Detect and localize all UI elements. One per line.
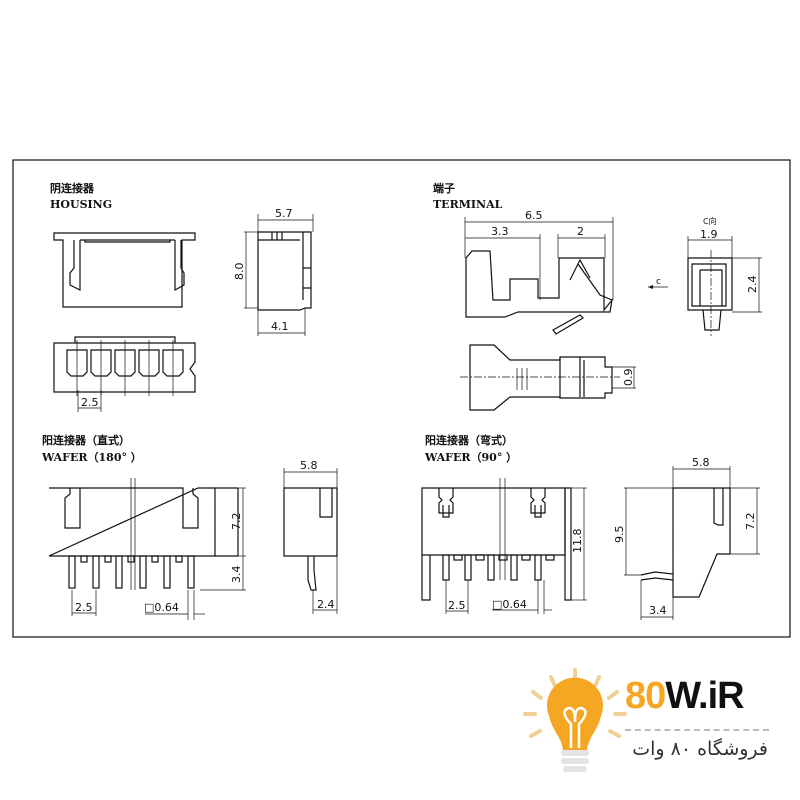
wafer-right-h2-dim: 7.2 (744, 513, 757, 531)
pin (68, 555, 76, 589)
housing-title-cn: 阴连接器 (50, 181, 95, 195)
pin (92, 555, 100, 589)
housing-bottom-view: 2.5 (53, 336, 196, 412)
wafer-straight-title-cn: 阳连接器（直式） (42, 433, 130, 447)
pin-tab (475, 554, 485, 561)
pin-tab (104, 555, 112, 563)
pin (510, 554, 518, 581)
wafer-right-front-view: 11.8 2.5 □0.64 (421, 478, 587, 614)
contact-cavity (66, 349, 88, 377)
terminal-pin-dim: 0.9 (622, 369, 635, 387)
lightbulb-logo-icon (523, 668, 627, 772)
pin-tab (545, 554, 555, 561)
wafer-right-pinsize-dim: □0.64 (492, 598, 527, 611)
terminal-top-view: 0.9 (460, 344, 636, 411)
pin (163, 555, 171, 589)
pin-tab (521, 554, 531, 561)
wafer-right-width-dim: 5.8 (692, 456, 710, 469)
housing-title-en: HOUSING (50, 198, 112, 211)
wafer-right-side-view: 5.8 9.5 7.2 3.4 (613, 456, 760, 620)
housing-side-view: 5.7 8.0 4.1 (233, 207, 314, 336)
wafer-straight-side-view: 5.8 2.4 (283, 459, 338, 614)
brand-accent: 80 (625, 675, 666, 717)
terminal-side-view: 6.5 3.3 2 (464, 209, 614, 335)
housing-height-dim: 8.0 (233, 263, 246, 281)
terminal-width-dim: 1.9 (700, 228, 718, 241)
terminal-arrow-label: c (656, 277, 661, 287)
wafer-straight-title-en: WAFER（180° ） (41, 451, 142, 464)
wafer-straight-front-view: 7.2 3.4 2.5 □0.64 (48, 478, 246, 620)
pin-tab (175, 555, 183, 563)
brand-logo: 80W.iR (625, 675, 745, 718)
terminal-c-view: C向 1.9 2.4 c (648, 216, 762, 336)
contact-cavity (114, 349, 136, 377)
contact-cavity (162, 349, 184, 377)
pin-tab (151, 555, 159, 563)
pin (442, 554, 450, 581)
housing-width-dim: 5.7 (275, 207, 293, 220)
pin (464, 554, 472, 581)
wafer-right-title-cn: 阳连接器（弯式） (425, 433, 513, 447)
pin (139, 555, 147, 589)
sheet-frame (12, 159, 791, 638)
wafer-straight-width-dim: 5.8 (300, 459, 318, 472)
wafer-right-pitch-dim: 2.5 (448, 599, 466, 612)
terminal-b-dim: 2 (577, 225, 584, 238)
terminal-title-cn: 端子 (433, 181, 455, 195)
terminal-a-dim: 3.3 (491, 225, 509, 238)
wafer-right-offset-dim: 3.4 (649, 604, 667, 617)
terminal-length-dim: 6.5 (525, 209, 543, 222)
pin-tab (498, 554, 508, 561)
wafer-straight-pinsize-dim: □0.64 (144, 601, 179, 614)
terminal-height-dim: 2.4 (746, 276, 759, 294)
contact-cavity (90, 349, 112, 377)
wafer-straight-pitch-dim: 2.5 (75, 601, 93, 614)
housing-front-view (53, 232, 196, 308)
contact-cavity (138, 349, 160, 377)
brand-rest: W.iR (665, 675, 744, 717)
pin-tab (453, 554, 463, 561)
wafer-right-h1-dim: 9.5 (613, 526, 626, 544)
pin (534, 554, 542, 581)
logo-divider (625, 729, 769, 731)
terminal-title-en: TERMINAL (433, 198, 503, 211)
pin-tab (80, 555, 88, 563)
pin (115, 555, 123, 589)
brand-tagline: فروشگاه ۸۰ وات (632, 738, 768, 760)
wafer-straight-offset-dim: 2.4 (317, 598, 335, 611)
housing-pitch-dim: 2.5 (81, 396, 99, 409)
pin (187, 555, 195, 589)
terminal-view-label: C向 (703, 216, 717, 226)
pin (487, 554, 495, 581)
wafer-straight-height-dim: 7.2 (230, 513, 243, 531)
wafer-right-title-en: WAFER（90° ） (424, 451, 517, 464)
wafer-right-total-dim: 11.8 (571, 529, 584, 554)
wafer-straight-pinlen-dim: 3.4 (230, 566, 243, 584)
housing-depth-dim: 4.1 (271, 320, 289, 333)
